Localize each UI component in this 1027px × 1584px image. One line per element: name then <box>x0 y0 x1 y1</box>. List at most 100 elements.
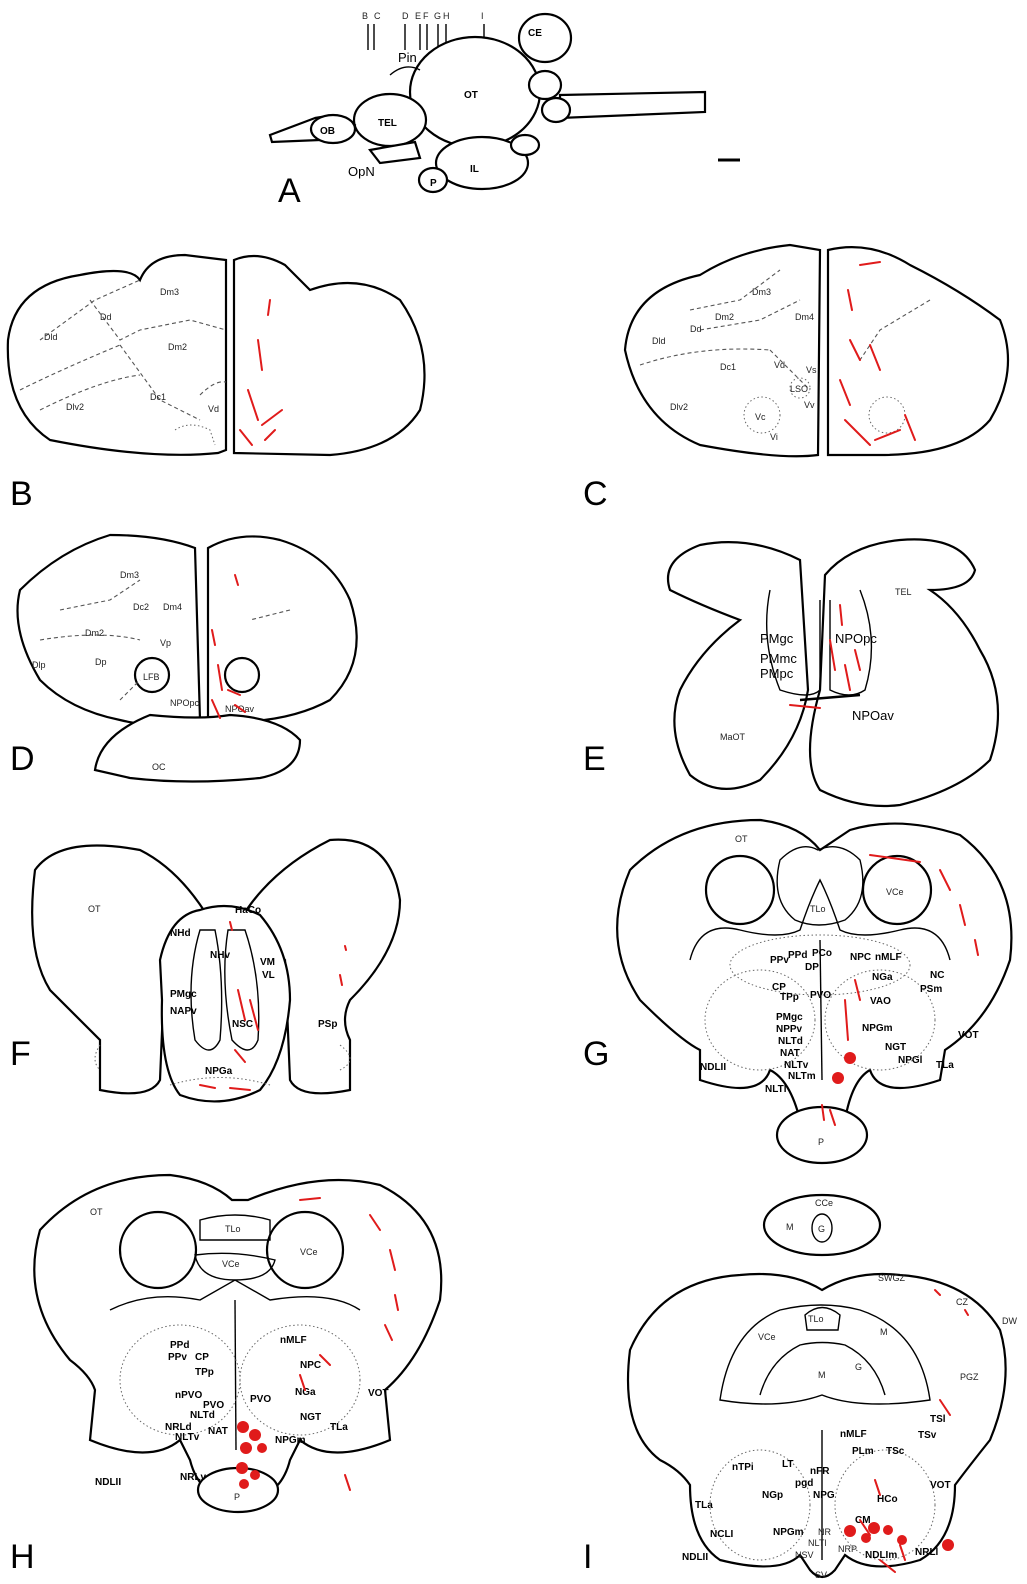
g-label-vao: VAO <box>870 996 891 1007</box>
panel-f-section: OT HaCo NHd NHv VM VL PMgc NAPv NSC PSp … <box>32 840 400 1102</box>
i-label-lt: LT <box>782 1459 793 1470</box>
i-label-cz: CZ <box>956 1297 968 1307</box>
g-label-ppv: PPv <box>770 955 789 966</box>
i-label-m-right: M <box>880 1327 888 1337</box>
g-label-nmlf: nMLF <box>875 952 902 963</box>
g-label-ngt: NGT <box>885 1042 906 1053</box>
f-label-psp: PSp <box>318 1019 337 1030</box>
label-ob: OB <box>320 126 335 137</box>
b-label-dm3: Dm3 <box>160 287 179 297</box>
g-label-pmgc: PMgc <box>776 1012 803 1023</box>
section-mark-d: D <box>402 11 409 21</box>
c-label-dm4: Dm4 <box>795 312 814 322</box>
f-label-napv: NAPv <box>170 1006 197 1017</box>
g-label-nltl: NLTl <box>765 1084 787 1095</box>
panel-letter-c: C <box>583 475 608 513</box>
h-label-tla: TLa <box>330 1422 348 1433</box>
i-label-nsv: NSV <box>795 1550 814 1560</box>
section-mark-e: E <box>415 11 421 21</box>
g-label-nltd: NLTd <box>778 1036 803 1047</box>
i-label-npgm: NPGm <box>773 1527 804 1538</box>
i-label-ntpi: nTPi <box>732 1462 754 1473</box>
b-label-dlv2: Dlv2 <box>66 402 84 412</box>
g-label-vce: VCe <box>886 887 904 897</box>
panel-c-section: Dm3 Dm2 Dm4 Dd Dld Dc1 Vd Vs LSO Vv Dlv2… <box>625 245 1008 456</box>
i-label-pgz: PGZ <box>960 1372 979 1382</box>
c-label-vs: Vs <box>806 365 817 375</box>
e-label-maot: MaOT <box>720 732 746 742</box>
label-opn: OpN <box>348 164 375 179</box>
label-ot: OT <box>464 90 478 101</box>
i-label-tsl: TSl <box>930 1414 946 1425</box>
i-label-cce: CCe <box>815 1198 833 1208</box>
d-label-dm3: Dm3 <box>120 570 139 580</box>
i-label-m-center: M <box>818 1370 826 1380</box>
i-label-tlo: TLo <box>808 1314 824 1324</box>
i-label-plm: PLm <box>852 1446 874 1457</box>
label-tel: TEL <box>378 118 397 129</box>
i-label-nrp: NRP <box>838 1544 857 1554</box>
g-label-nga: NGa <box>872 972 893 983</box>
d-label-dp: Dp <box>95 657 107 667</box>
g-label-npgl: NPGl <box>898 1055 923 1066</box>
g-label-tla: TLa <box>936 1060 954 1071</box>
i-label-g-top: G <box>818 1224 825 1234</box>
i-label-ndlii: NDLII <box>682 1552 708 1563</box>
h-label-npc: NPC <box>300 1360 321 1371</box>
g-label-nppv: NPPv <box>776 1024 803 1035</box>
d-label-vp: Vp <box>160 638 171 648</box>
e-label-pmgc: PMgc <box>760 631 794 646</box>
g-label-nltv: NLTv <box>784 1060 809 1071</box>
i-label-ndlim: NDLIm <box>865 1550 897 1561</box>
h-label-vot: VOT <box>368 1388 389 1399</box>
i-label-swgz: SWGZ <box>878 1273 905 1283</box>
panel-letter-e: E <box>583 740 606 778</box>
i-label-dw: DW <box>1002 1316 1017 1326</box>
f-label-ot: OT <box>88 904 101 914</box>
i-label-g-center: G <box>855 1362 862 1372</box>
panel-i-section: CCe M G SWGZ CZ DW VCe TLo M M G PGZ TSl… <box>628 1195 1017 1580</box>
f-label-nhv: NHv <box>210 950 230 961</box>
i-label-nfr: nFR <box>810 1466 830 1477</box>
h-label-p: P <box>234 1492 240 1502</box>
f-label-haco: HaCo <box>235 905 261 916</box>
panel-g-section: OT TLo VCe PCo PPv PPd NPC nMLF DP NC NG… <box>617 820 1011 1163</box>
f-label-nsc: NSC <box>232 1019 253 1030</box>
h-label-nrlv: NRLv <box>180 1472 207 1483</box>
g-label-nc: NC <box>930 970 944 981</box>
d-label-npopc: NPOpc <box>170 698 200 708</box>
h-label-ngt: NGT <box>300 1412 321 1423</box>
h-label-nltd: NLTd <box>190 1410 215 1421</box>
g-label-ndlii: NDLII <box>700 1062 726 1073</box>
c-label-vc: Vc <box>755 412 766 422</box>
h-label-vce-right: VCe <box>300 1247 318 1257</box>
b-label-dld: Dld <box>44 332 58 342</box>
i-label-ngp: NGp <box>762 1490 783 1501</box>
c-label-dld: Dld <box>652 336 666 346</box>
i-label-m-top: M <box>786 1222 794 1232</box>
d-label-dm4: Dm4 <box>163 602 182 612</box>
g-label-vot: VOT <box>958 1030 979 1041</box>
g-label-tpp: TPp <box>780 992 799 1003</box>
g-label-npc: NPC <box>850 952 871 963</box>
g-label-pvo: PVO <box>810 990 831 1001</box>
panel-letter-d: D <box>10 740 35 778</box>
c-label-dm2: Dm2 <box>715 312 734 322</box>
g-label-ppd: PPd <box>788 950 807 961</box>
label-pin: Pin <box>398 50 417 65</box>
h-label-ppv: PPv <box>168 1352 187 1363</box>
i-label-ncli: NCLI <box>710 1529 734 1540</box>
i-label-vot: VOT <box>930 1480 951 1491</box>
i-label-nmlf: nMLF <box>840 1429 867 1440</box>
h-label-nltv: NLTv <box>175 1432 200 1443</box>
i-label-nrll: NRLl <box>915 1547 939 1558</box>
g-label-dp: DP <box>805 962 819 973</box>
h-label-ndlii: NDLII <box>95 1477 121 1488</box>
g-label-tlo: TLo <box>810 904 826 914</box>
h-label-pvo-right: PVO <box>250 1394 271 1405</box>
f-label-nhd: NHd <box>170 928 191 939</box>
c-label-dm3: Dm3 <box>752 287 771 297</box>
h-label-tpp: TPp <box>195 1367 214 1378</box>
panel-letter-i: I <box>583 1538 592 1576</box>
